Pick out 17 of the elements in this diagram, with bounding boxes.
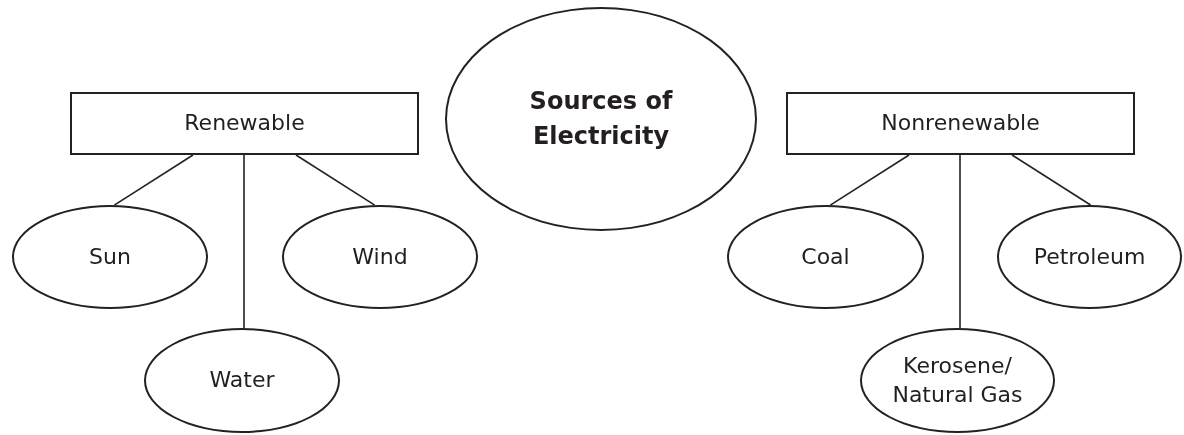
connector-line — [959, 154, 961, 329]
node-label: Renewable — [184, 109, 305, 138]
node-label: Coal — [801, 242, 850, 271]
node-label: Water — [209, 366, 275, 395]
node-label: Wind — [352, 242, 408, 271]
node-label: Petroleum — [1033, 242, 1146, 271]
node-label: Nonrenewable — [881, 109, 1040, 138]
node-label: Sources of Electricity — [528, 86, 674, 152]
connector-line — [1011, 154, 1092, 206]
connector-line — [243, 154, 245, 329]
connector-line — [829, 154, 910, 206]
node-label: Kerosene/ Natural Gas — [891, 351, 1024, 409]
node-label: Sun — [89, 242, 131, 271]
connector-line — [295, 154, 376, 206]
connector-line — [113, 154, 194, 206]
rectangle-node — [70, 92, 419, 155]
rectangle-node — [786, 92, 1135, 155]
